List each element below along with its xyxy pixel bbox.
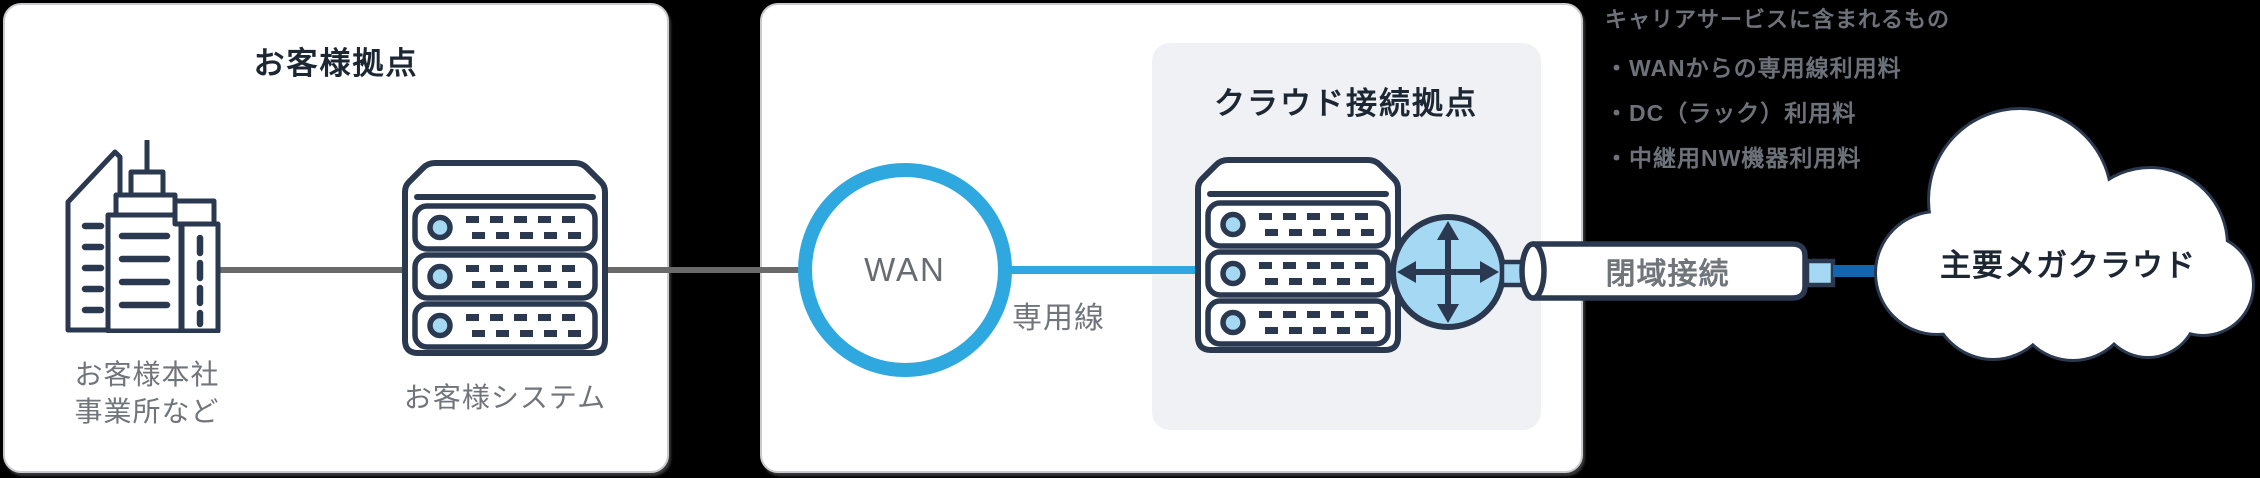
- router-icon: [1390, 214, 1506, 330]
- mega-cloud-label: 主要メガクラウド: [1940, 248, 2196, 283]
- building-label-line1: お客様本社: [74, 359, 220, 390]
- notes-item-1: ・WANからの専用線利用料: [1605, 55, 1902, 81]
- cloud-connection-title: クラウド接続拠点: [1214, 86, 1478, 121]
- mega-cloud-icon: [1874, 107, 2255, 362]
- dark-blue-link-line: [1833, 265, 1880, 277]
- cloud-site-server-icon: [1195, 157, 1401, 353]
- notes-item-2: ・DC（ラック）利用料: [1605, 100, 1857, 126]
- private-connection-label: 閉域接続: [1605, 258, 1730, 291]
- building-label: お客様本社 事業所など: [27, 356, 267, 430]
- leased-line-label: 専用線: [1012, 302, 1105, 335]
- customer-site-title: お客様拠点: [253, 46, 419, 81]
- wan-circle: WAN: [798, 163, 1012, 377]
- building-label-line2: 事業所など: [74, 396, 220, 427]
- customer-server-icon: [402, 160, 608, 356]
- customer-system-label: お客様システム: [403, 382, 607, 413]
- notes-title: キャリアサービスに含まれるもの: [1605, 7, 1951, 32]
- private-connection-pipe-icon: [1499, 241, 1880, 301]
- building-icon: [65, 140, 221, 333]
- wan-label: WAN: [864, 251, 946, 288]
- notes-item-3: ・中継用NW機器利用料: [1605, 145, 1862, 171]
- leased-line: [990, 266, 1200, 274]
